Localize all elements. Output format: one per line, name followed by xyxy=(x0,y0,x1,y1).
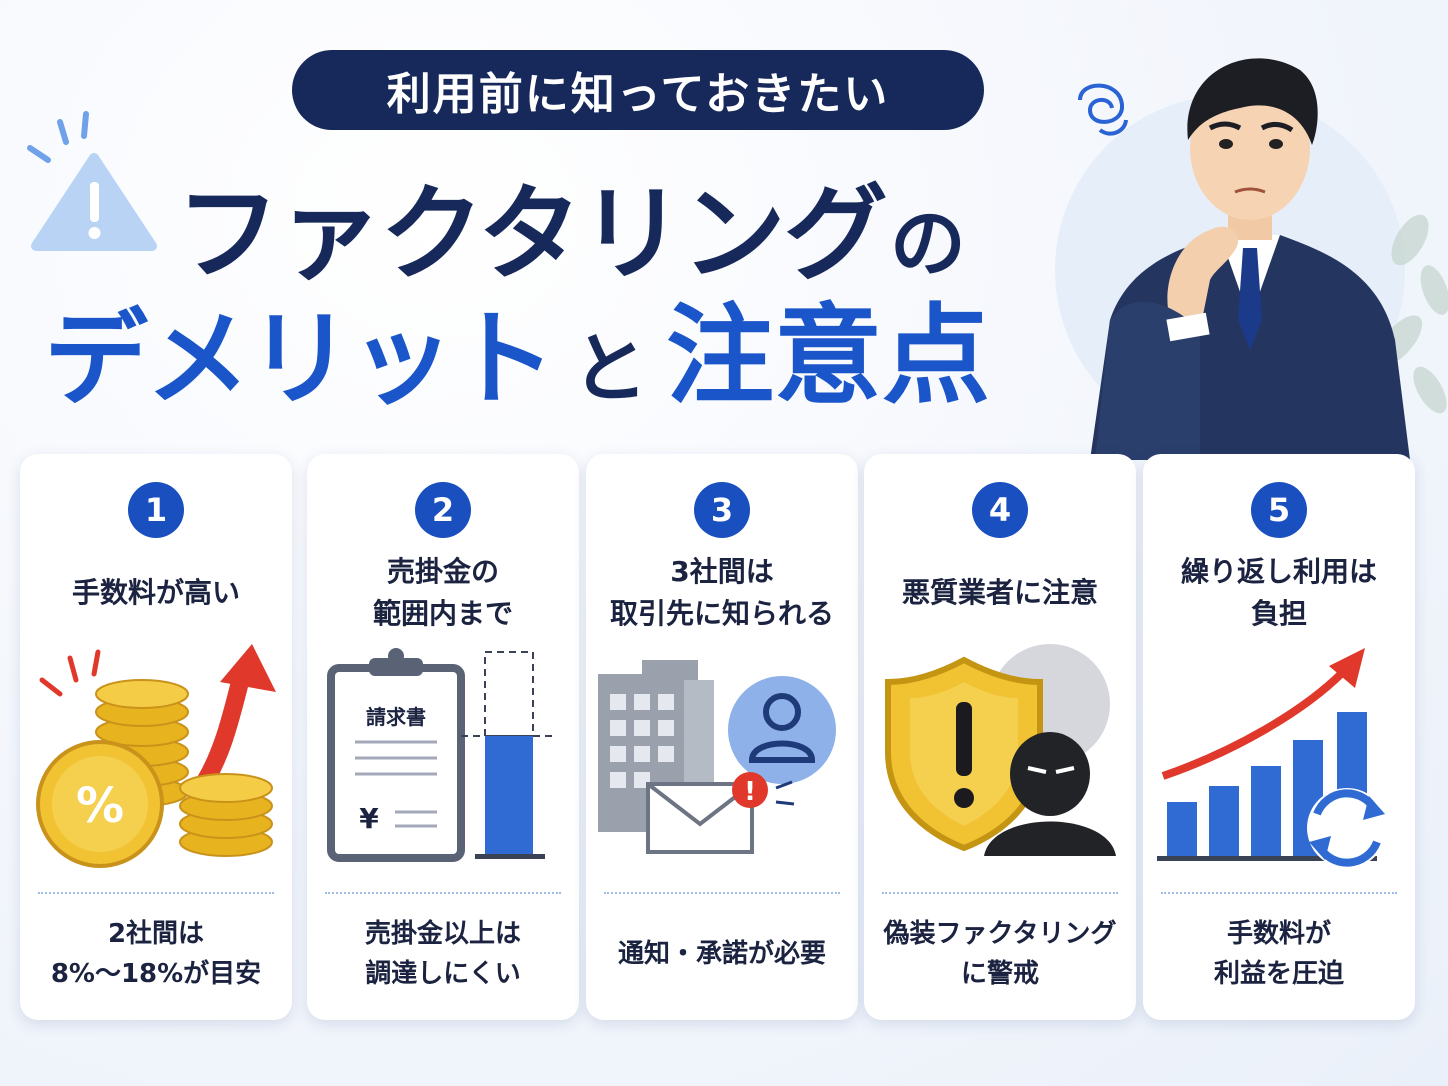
title-demerit: デメリット xyxy=(44,298,556,420)
card-5: 5 繰り返し利用は 負担 手数料が 利益を圧迫 xyxy=(1143,454,1415,1020)
card-number: 5 xyxy=(1251,482,1307,538)
invoice-label: 請求書 xyxy=(366,705,426,729)
card-number: 1 xyxy=(128,482,184,538)
worried-businessman-illustration xyxy=(1055,58,1448,460)
svg-text:!: ! xyxy=(744,777,756,807)
card-divider xyxy=(1161,892,1397,894)
bar-chart-cycle-arrow-icon xyxy=(1157,648,1387,868)
card-divider xyxy=(38,892,274,894)
card-4: 4 悪質業者に注意 偽装ファクタリング に警戒 xyxy=(864,454,1136,1020)
invoice-bar-limit-icon: 請求書 ¥ xyxy=(327,648,557,862)
card-number: 4 xyxy=(972,482,1028,538)
card-title: 3社間は 取引先に知られる xyxy=(609,555,834,630)
card-desc: 売掛金以上は 調達しにくい xyxy=(364,919,521,989)
card-title: 悪質業者に注意 xyxy=(901,576,1098,609)
plant-leaves xyxy=(1377,214,1448,414)
page-title-line2: デメリット と 注意点 xyxy=(44,294,990,425)
title-factoring: ファクタリング xyxy=(176,173,888,295)
page-title-line1: ファクタリング の xyxy=(176,150,966,300)
card-divider xyxy=(604,892,840,894)
title-caution: 注意点 xyxy=(666,294,991,419)
header-pill: 利用前に知っておきたい xyxy=(292,50,984,130)
card-desc: 2社間は 8%～18%が目安 xyxy=(50,919,262,989)
svg-text:%: % xyxy=(76,778,124,834)
card-desc: 手数料が 利益を圧迫 xyxy=(1213,919,1344,989)
yen-icon: ¥ xyxy=(359,802,379,835)
card-desc: 通知・承諾が必要 xyxy=(617,939,826,969)
card-1: 1 手数料が高い % 2社間は 8%～18%が目安 xyxy=(20,454,292,1020)
title-to: と xyxy=(572,324,649,413)
card-number: 3 xyxy=(694,482,750,538)
card-title: 繰り返し利用は 負担 xyxy=(1180,555,1377,630)
coins-percent-rising-arrow-icon: % xyxy=(36,644,276,868)
title-no: の xyxy=(889,199,966,288)
card-3: 3 3社間は 取引先に知られる ! 通知・承諾が必要 xyxy=(586,454,858,1020)
card-2: 2 売掛金の 範囲内まで 請求書 ¥ 売掛金以上は 調達しにくい xyxy=(307,454,579,1020)
header-pill-text: 利用前に知っておきたい xyxy=(386,69,890,120)
building-mail-person-icon: ! xyxy=(598,660,836,854)
card-divider xyxy=(882,892,1118,894)
card-title: 手数料が高い xyxy=(71,576,240,609)
card-title: 売掛金の 範囲内まで xyxy=(372,555,513,630)
shield-warning-thief-icon xyxy=(885,644,1116,856)
card-divider xyxy=(325,892,561,894)
card-number: 2 xyxy=(415,482,471,538)
warning-triangle-icon xyxy=(27,111,157,251)
confusion-swirl-icon xyxy=(1078,83,1128,136)
card-desc: 偽装ファクタリング に警戒 xyxy=(883,919,1117,989)
